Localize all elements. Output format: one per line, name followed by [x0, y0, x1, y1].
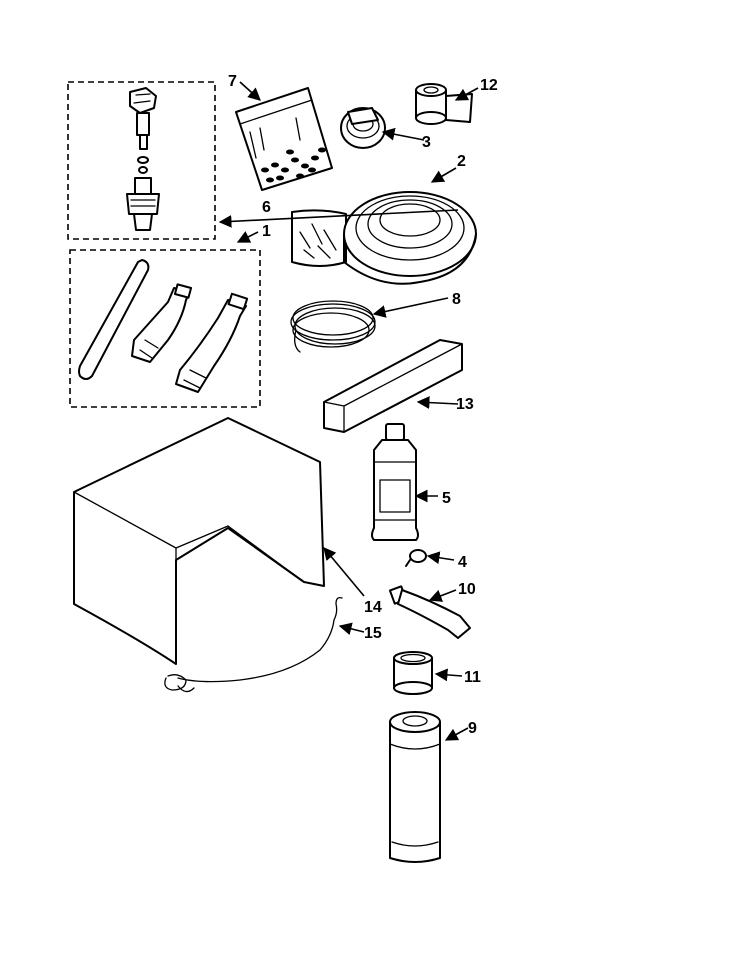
part-9-spray-can [389, 711, 441, 863]
part-8-wire-coil [290, 300, 376, 353]
callout-15: 15 [364, 625, 382, 642]
part-14-cover [73, 417, 325, 665]
part-1-sealant-kit [69, 249, 261, 408]
callout-14: 14 [364, 599, 382, 616]
callout-3: 3 [422, 134, 431, 151]
callout-8: 8 [452, 291, 461, 308]
callout-13: 13 [456, 396, 474, 413]
part-15-cord [164, 596, 343, 693]
callout-6: 6 [262, 199, 271, 216]
callout-4: 4 [458, 554, 467, 571]
part-13-foam-block [323, 339, 463, 433]
group-box-1 [69, 249, 261, 408]
part-11-ring [393, 651, 433, 695]
callout-10: 10 [458, 581, 476, 598]
group-box-6 [67, 81, 216, 240]
part-2-foam-tape-roll [291, 191, 477, 285]
part-7-hardware-bag [235, 87, 333, 191]
part-6-valve-assembly [67, 81, 216, 240]
callout-1: 1 [262, 223, 271, 240]
leader-lines [218, 81, 479, 741]
part-4-cap [405, 549, 427, 567]
part-3-small-tape-roll [340, 107, 386, 149]
part-10-tube [388, 585, 471, 639]
callout-7: 7 [228, 73, 237, 90]
part-5-bottle [371, 423, 419, 541]
callout-11: 11 [464, 669, 481, 686]
callouts: 7 12 3 2 6 1 8 13 5 4 10 14 15 11 9 [228, 73, 498, 737]
callout-9: 9 [468, 720, 477, 737]
callout-12: 12 [480, 77, 498, 94]
callout-5: 5 [442, 490, 451, 507]
callout-2: 2 [457, 153, 466, 170]
part-12-tape-roll [415, 83, 473, 125]
